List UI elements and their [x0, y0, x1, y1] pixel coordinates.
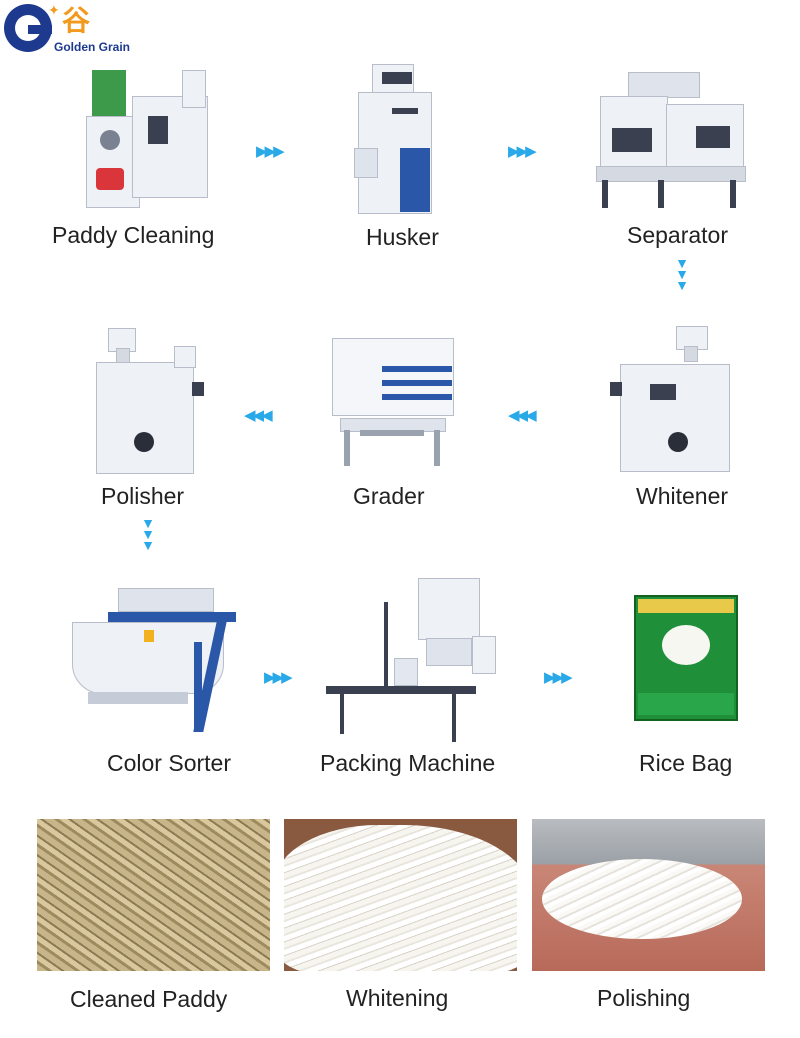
- flow-arrow-right-2: ▶▶▶: [508, 143, 537, 160]
- step-label-whitener: Whitener: [636, 483, 729, 509]
- brand-logo: ✦ 谷 Golden Grain: [4, 2, 164, 56]
- polishing-rice-photo: [532, 819, 765, 971]
- stage-label-polishing: Polishing: [597, 985, 691, 1011]
- logo-brand-name: Golden Grain: [54, 40, 131, 54]
- cleaned-paddy-photo: [37, 819, 270, 971]
- flow-arrow-right-4: ▶▶▶: [544, 669, 573, 686]
- polisher-machine-icon: [94, 326, 210, 476]
- step-label-color-sorter: Color Sorter: [107, 750, 231, 776]
- logo-chinese-mark: 谷: [62, 4, 91, 37]
- step-label-grader: Grader: [353, 483, 425, 509]
- whitening-rice-photo: [284, 819, 517, 971]
- separator-machine-icon: [592, 70, 750, 212]
- step-label-paddy-cleaning: Paddy Cleaning: [52, 222, 215, 248]
- stage-label-cleaned-paddy: Cleaned Paddy: [70, 986, 228, 1012]
- flow-arrow-down-1: ▼▼▼: [675, 255, 689, 294]
- flow-arrow-left-2: ◀◀◀: [508, 407, 537, 424]
- grader-machine-icon: [330, 336, 456, 472]
- step-label-rice-bag: Rice Bag: [639, 750, 733, 776]
- rice-bag-icon: [634, 595, 738, 721]
- color-sorter-machine-icon: [68, 582, 238, 742]
- step-label-polisher: Polisher: [101, 483, 185, 509]
- flow-arrow-down-2: ▼▼▼: [141, 515, 155, 554]
- step-label-packing-machine: Packing Machine: [320, 750, 496, 776]
- paddy-cleaner-machine-icon: [82, 56, 212, 216]
- step-label-separator: Separator: [627, 222, 729, 248]
- flow-arrow-left-1: ◀◀◀: [244, 407, 273, 424]
- logo-g-bar: [28, 25, 52, 34]
- stage-label-whitening: Whitening: [346, 985, 449, 1011]
- step-label-husker: Husker: [366, 224, 439, 250]
- husker-machine-icon: [352, 62, 438, 218]
- logo-star-icon: ✦: [48, 2, 60, 18]
- flow-arrow-right-1: ▶▶▶: [256, 143, 285, 160]
- flow-arrow-right-3: ▶▶▶: [264, 669, 293, 686]
- whitener-machine-icon: [608, 324, 732, 474]
- packing-machine-icon: [322, 574, 498, 746]
